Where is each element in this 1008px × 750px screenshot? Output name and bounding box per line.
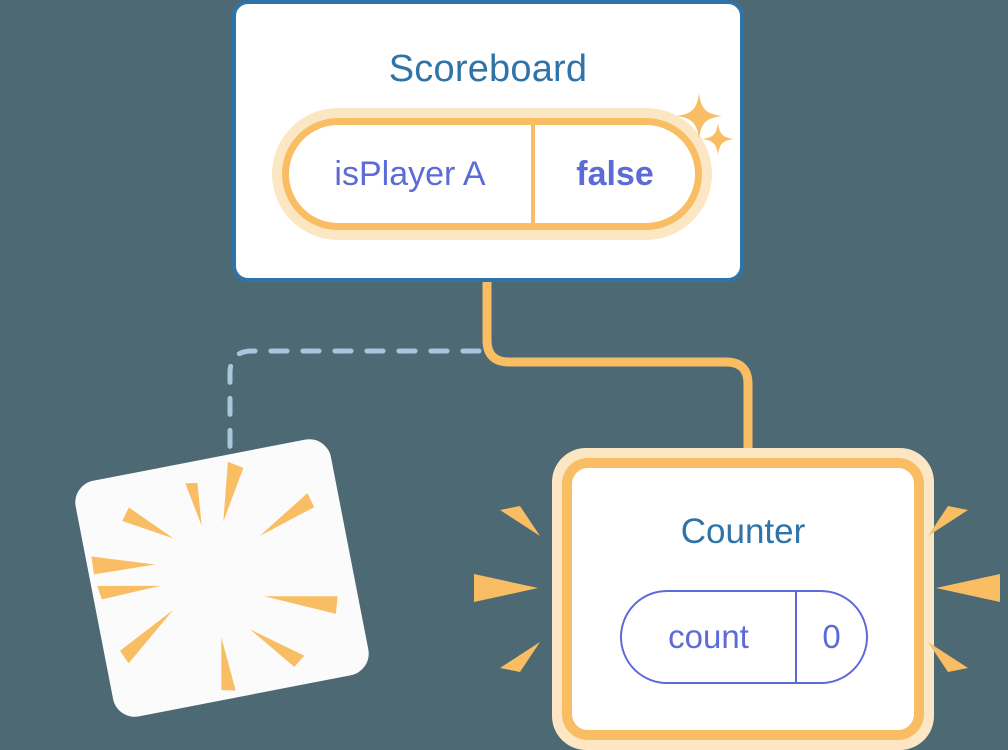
counter-ray-left-top — [500, 506, 540, 536]
scoreboard-pill-body[interactable]: isPlayer A false — [282, 118, 702, 230]
counter-rays-left — [474, 506, 540, 672]
counter-state-pill[interactable]: count 0 — [620, 590, 868, 684]
scoreboard-title: Scoreboard — [388, 48, 588, 90]
counter-rays-right — [928, 506, 1000, 672]
counter-title: Counter — [680, 512, 806, 551]
sparkle-icon — [702, 123, 734, 155]
sparkle-large-shape — [676, 93, 722, 139]
counter-pill-key: count — [668, 618, 749, 655]
counter-pill-value: 0 — [822, 618, 841, 655]
counter-ray-right-bottom — [928, 642, 968, 672]
scoreboard-card[interactable]: Scoreboard isPlayer A false — [232, 0, 744, 282]
sparkle-small-shape — [702, 123, 734, 155]
scoreboard-state-pill[interactable]: isPlayer A false — [272, 108, 712, 240]
counter-ray-right-top — [928, 506, 968, 536]
counter-ray-right-middle — [936, 574, 1000, 602]
counter-pill-divider — [795, 592, 797, 682]
scoreboard-pill-value: false — [576, 154, 654, 193]
scoreboard-pill-key: isPlayer A — [334, 154, 486, 193]
scoreboard-pill-divider — [531, 125, 535, 223]
burst-card[interactable] — [71, 435, 373, 721]
counter-ray-left-bottom — [500, 642, 540, 672]
sparkle-icon — [676, 93, 722, 139]
counter-ray-left-middle — [474, 574, 538, 602]
connector-scoreboard-to-counter — [482, 278, 753, 470]
counter-card[interactable]: Counter count 0 — [562, 458, 924, 740]
